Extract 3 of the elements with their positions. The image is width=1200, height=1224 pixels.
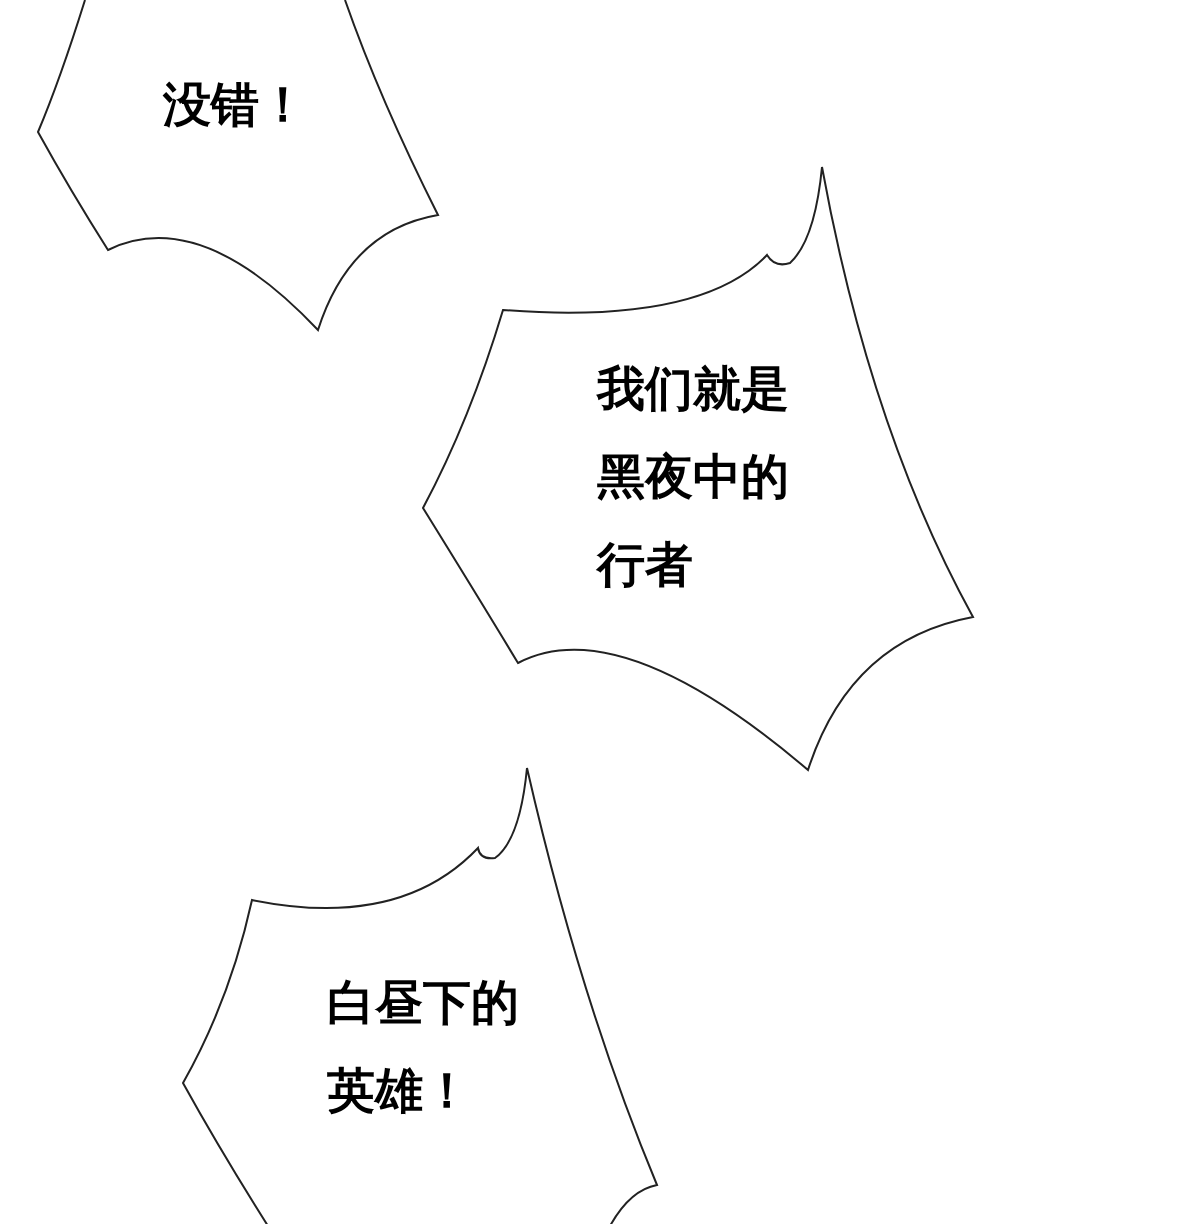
dialogue-text: 我们就是黑夜中的行者 <box>597 359 790 594</box>
dialogue-text: 没错！ <box>163 75 308 134</box>
dialogue-text: 白昼下的英雄！ <box>327 973 520 1120</box>
